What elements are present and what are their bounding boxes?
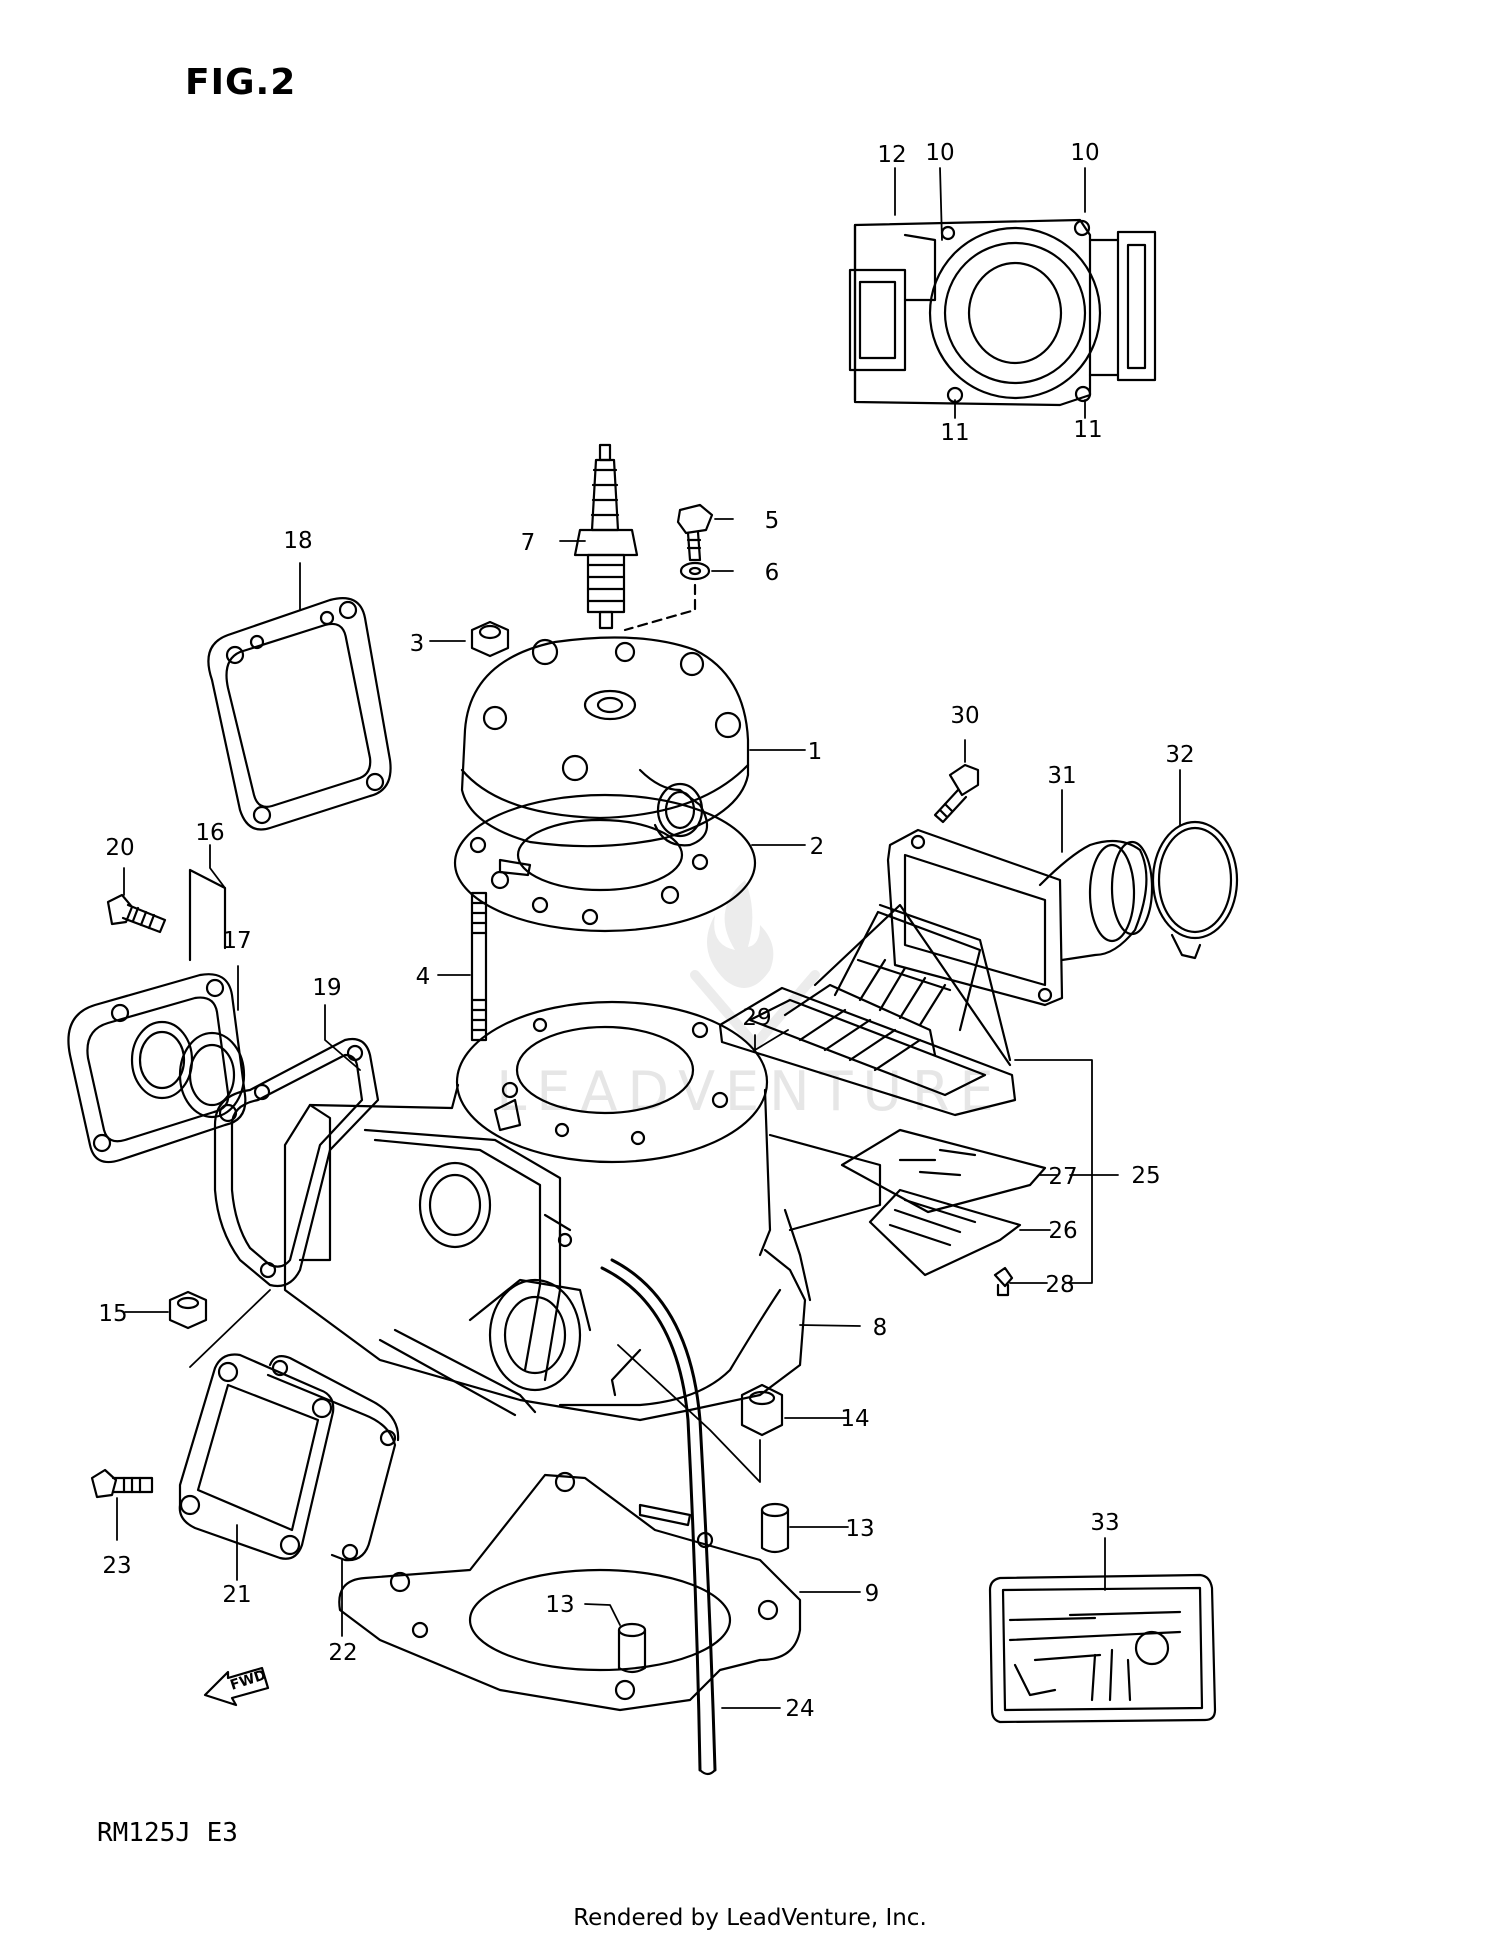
bolt-icon [106, 893, 167, 934]
footer-credit: Rendered by LeadVenture, Inc. [573, 1905, 927, 1931]
callout-24: 24 [785, 1696, 814, 1722]
drain-hose [610, 1258, 717, 1772]
gasket-icon [207, 597, 392, 831]
callout-2: 2 [810, 834, 825, 860]
callout-10: 10 [1070, 140, 1099, 166]
nut-icon [740, 1383, 784, 1437]
nut-icon [168, 1290, 208, 1330]
callout-labels: 12 10 10 11 11 5 6 7 3 18 1 2 4 16 20 17… [98, 140, 1194, 1722]
callout-30: 30 [950, 703, 979, 729]
callout-5: 5 [765, 508, 780, 534]
callout-33: 33 [1090, 1510, 1119, 1536]
callout-11: 11 [1073, 417, 1102, 443]
base-gasket [338, 1471, 802, 1712]
instruction-label [988, 1573, 1217, 1724]
reed-petal [868, 1188, 1022, 1277]
leader-lines [116, 167, 1181, 1709]
screw-icon [993, 1266, 1014, 1297]
model-code: RM125J E3 [97, 1818, 238, 1848]
callout-19: 19 [312, 975, 341, 1001]
callout-23: 23 [102, 1553, 131, 1579]
dowel-pin-lower [617, 1622, 647, 1674]
callout-8: 8 [873, 1315, 888, 1341]
callout-13: 13 [845, 1516, 874, 1542]
cylinder-top-view-inset [848, 218, 1157, 407]
hose-clamp [1151, 820, 1239, 960]
gasket-icon [266, 1355, 400, 1562]
washer-icon [679, 561, 711, 581]
callout-10: 10 [925, 140, 954, 166]
callout-22: 22 [328, 1640, 357, 1666]
bolt-icon [933, 763, 980, 824]
callout-14: 14 [840, 1406, 869, 1432]
callout-26: 26 [1048, 1218, 1077, 1244]
cylinder-block [283, 1000, 882, 1422]
callout-15: 15 [98, 1301, 127, 1327]
drain-hose-end [698, 1768, 717, 1776]
leader-washer [623, 583, 697, 632]
callout-28: 28 [1045, 1272, 1074, 1298]
callout-31: 31 [1047, 763, 1076, 789]
callout-16: 16 [195, 820, 224, 846]
callout-25: 25 [1131, 1163, 1160, 1189]
bracket-16 [188, 868, 227, 962]
nut-icon [470, 620, 510, 658]
head-gasket [453, 793, 757, 933]
callout-20: 20 [105, 835, 134, 861]
callout-29: 29 [742, 1005, 771, 1031]
spark-plug-icon [573, 443, 639, 630]
callout-13: 13 [545, 1592, 574, 1618]
callout-18: 18 [283, 528, 312, 554]
callout-3: 3 [410, 631, 425, 657]
bolt-icon [676, 503, 714, 562]
callout-11: 11 [940, 420, 969, 446]
reed-valve-assembly [718, 903, 1017, 1117]
cylinder-head [460, 636, 750, 848]
dowel-pin [760, 1502, 790, 1554]
exhaust-valve-cover [67, 973, 247, 1164]
bolt-icon [90, 1468, 154, 1499]
callout-6: 6 [765, 560, 780, 586]
gasket-icon [213, 1037, 380, 1288]
fwd-arrow-icon: FWD [203, 1666, 270, 1707]
callout-9: 9 [865, 1581, 880, 1607]
callout-27: 27 [1048, 1164, 1077, 1190]
callout-17: 17 [222, 928, 251, 954]
callout-21: 21 [222, 1582, 251, 1608]
callout-7: 7 [521, 530, 536, 556]
svg-text:LEADVENTURE: LEADVENTURE [496, 1060, 1003, 1123]
callout-4: 4 [416, 964, 431, 990]
watermark: LEADVENTURE [496, 880, 1003, 1123]
stud-bolt [470, 891, 488, 1042]
intake-manifold [886, 828, 1154, 1007]
callout-1: 1 [808, 739, 823, 765]
callout-32: 32 [1165, 742, 1194, 768]
figure-title: FIG.2 [185, 62, 297, 103]
callout-12: 12 [877, 142, 906, 168]
drain-hose-outer [600, 1266, 702, 1772]
reed-stopper-plate [840, 1128, 1047, 1214]
side-cover [178, 1353, 335, 1560]
